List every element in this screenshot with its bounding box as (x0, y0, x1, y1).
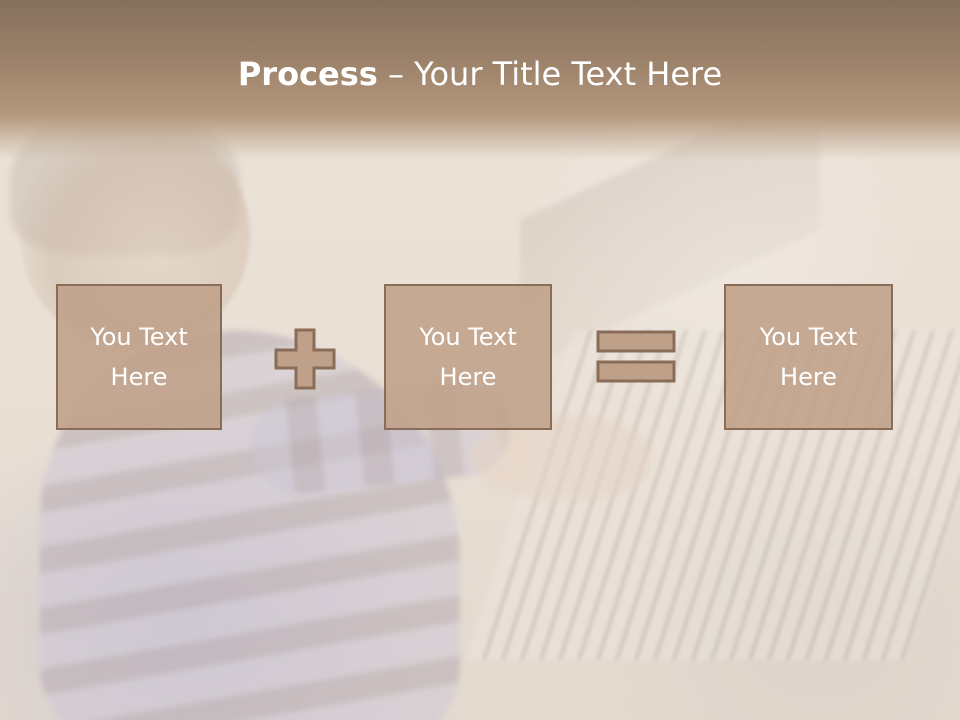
title-band (0, 0, 960, 160)
process-box-3[interactable]: You Text Here (724, 284, 893, 430)
title-bold-text: Process (237, 55, 378, 93)
title-rest-text: – Your Title Text Here (377, 55, 723, 93)
process-box-label: You Text Here (90, 323, 188, 391)
process-box-label: You Text Here (759, 323, 858, 391)
plus-icon (274, 328, 336, 390)
process-box-2[interactable]: You Text Here (384, 284, 552, 430)
process-box-label: You Text Here (419, 323, 517, 391)
slide-title[interactable]: Process – Your Title Text Here (0, 50, 960, 98)
process-box-1[interactable]: You Text Here (56, 284, 222, 430)
equals-icon (596, 330, 676, 383)
